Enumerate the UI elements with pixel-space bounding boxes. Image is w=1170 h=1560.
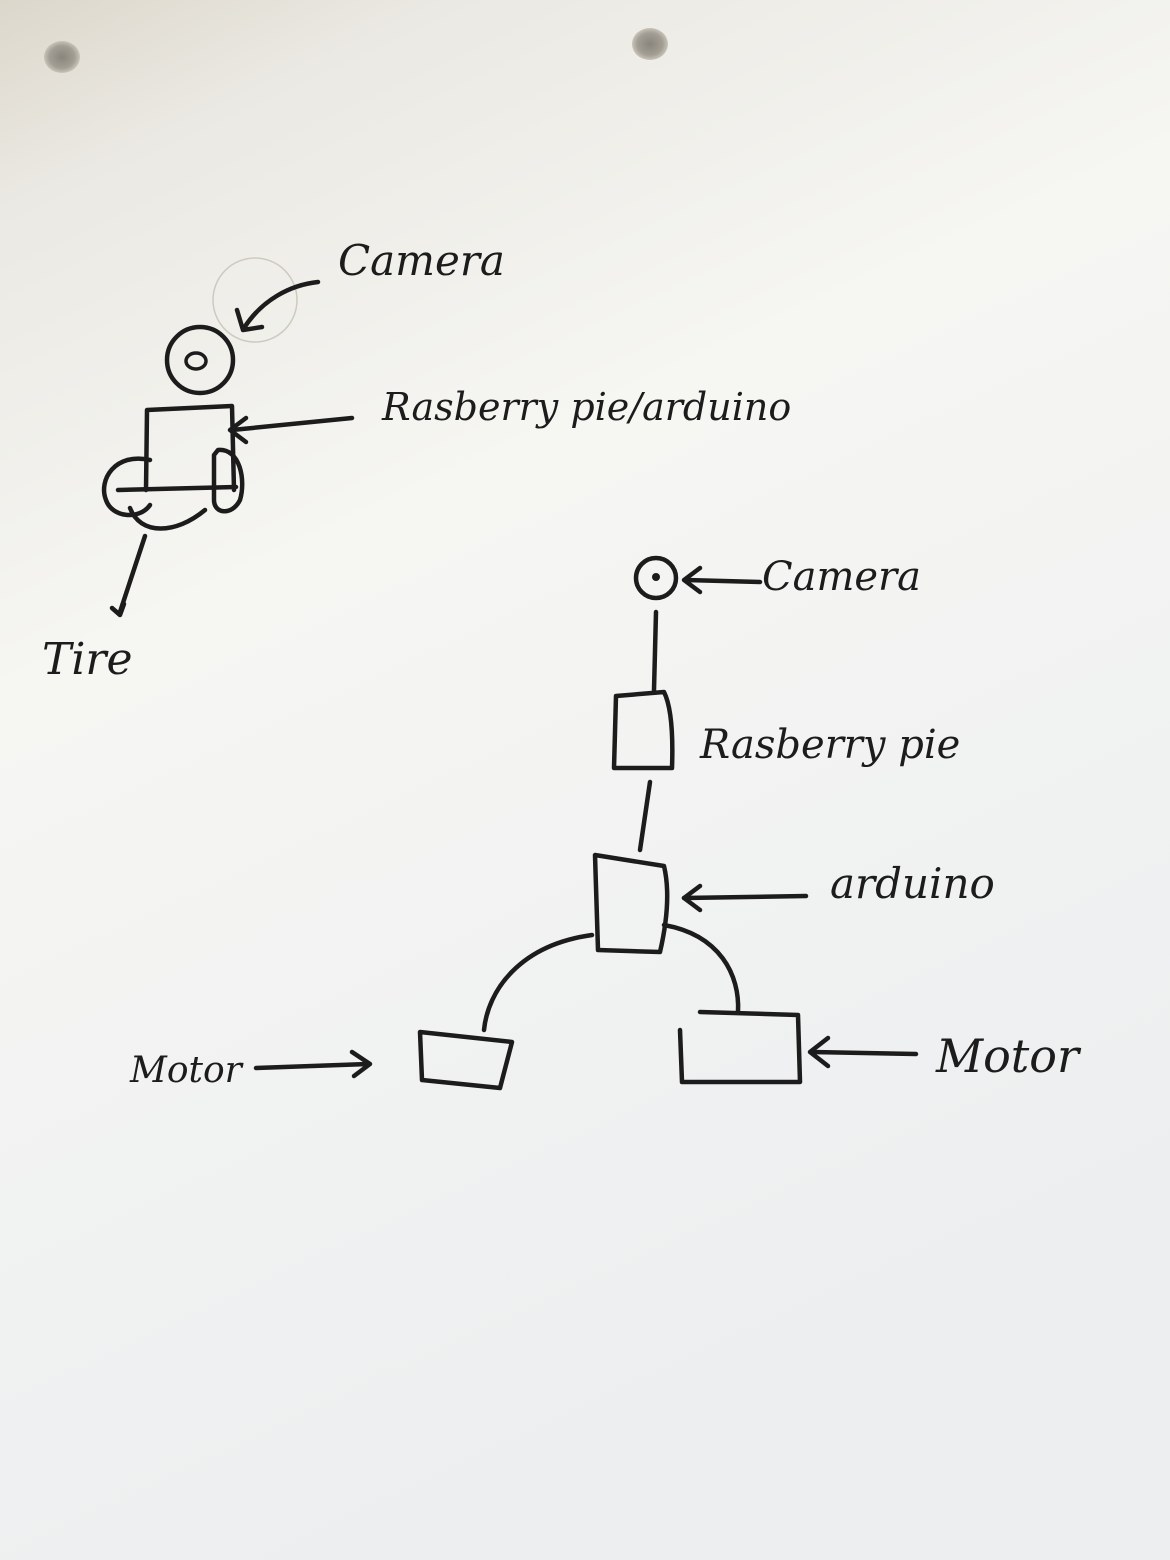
- sketch-2-wire-left-motor: [481, 932, 595, 1033]
- sketch-2-arduino-box: [592, 852, 670, 955]
- sketch-2-wire-right-motor: [661, 922, 741, 1015]
- sketch-1-board-label: Rasberry pie/arduino: [381, 385, 791, 429]
- sketch-2-left-motor-box: [417, 1029, 515, 1091]
- sketch-1-camera-label: Camera: [338, 236, 505, 285]
- sketch-1-robot: [101, 279, 355, 618]
- punch-hole-left: [44, 41, 80, 73]
- sketch-1-board-arrow: [229, 415, 355, 433]
- sketch-2-raspberry-label: Rasberry pie: [699, 722, 960, 768]
- sketch-1-camera-arrow: [241, 279, 321, 331]
- sketch-2-block-diagram: [253, 555, 919, 1091]
- sketch-2-right-motor-box: [677, 1009, 803, 1085]
- sketch-1-tire-label: Tire: [42, 634, 133, 685]
- punch-hole-right: [632, 28, 668, 60]
- sketch-1-board-box: [143, 403, 237, 493]
- sketch-1-left-tire: [101, 456, 153, 518]
- sketch-2-motor-left-label: Motor: [129, 1050, 244, 1091]
- sketch-1-camera-icon: [164, 324, 236, 396]
- sketch-2-left-motor-arrow: [253, 1061, 371, 1071]
- sketch-1-right-tire: [211, 447, 245, 514]
- pencil-ghost-circle: [212, 257, 298, 343]
- sketch-2-camera-icon: [633, 555, 679, 601]
- sketch-2-camera-label: Camera: [762, 554, 921, 600]
- sketch-2-arduino-arrow: [681, 893, 809, 901]
- sketch-2-camera-arrow: [683, 577, 763, 585]
- sketch-2-motor-right-label: Motor: [935, 1029, 1082, 1083]
- sketch-2-right-motor-arrow: [809, 1049, 919, 1057]
- sketch-2-arduino-label: arduino: [830, 859, 995, 908]
- sketch-2-raspberry-box: [611, 689, 675, 771]
